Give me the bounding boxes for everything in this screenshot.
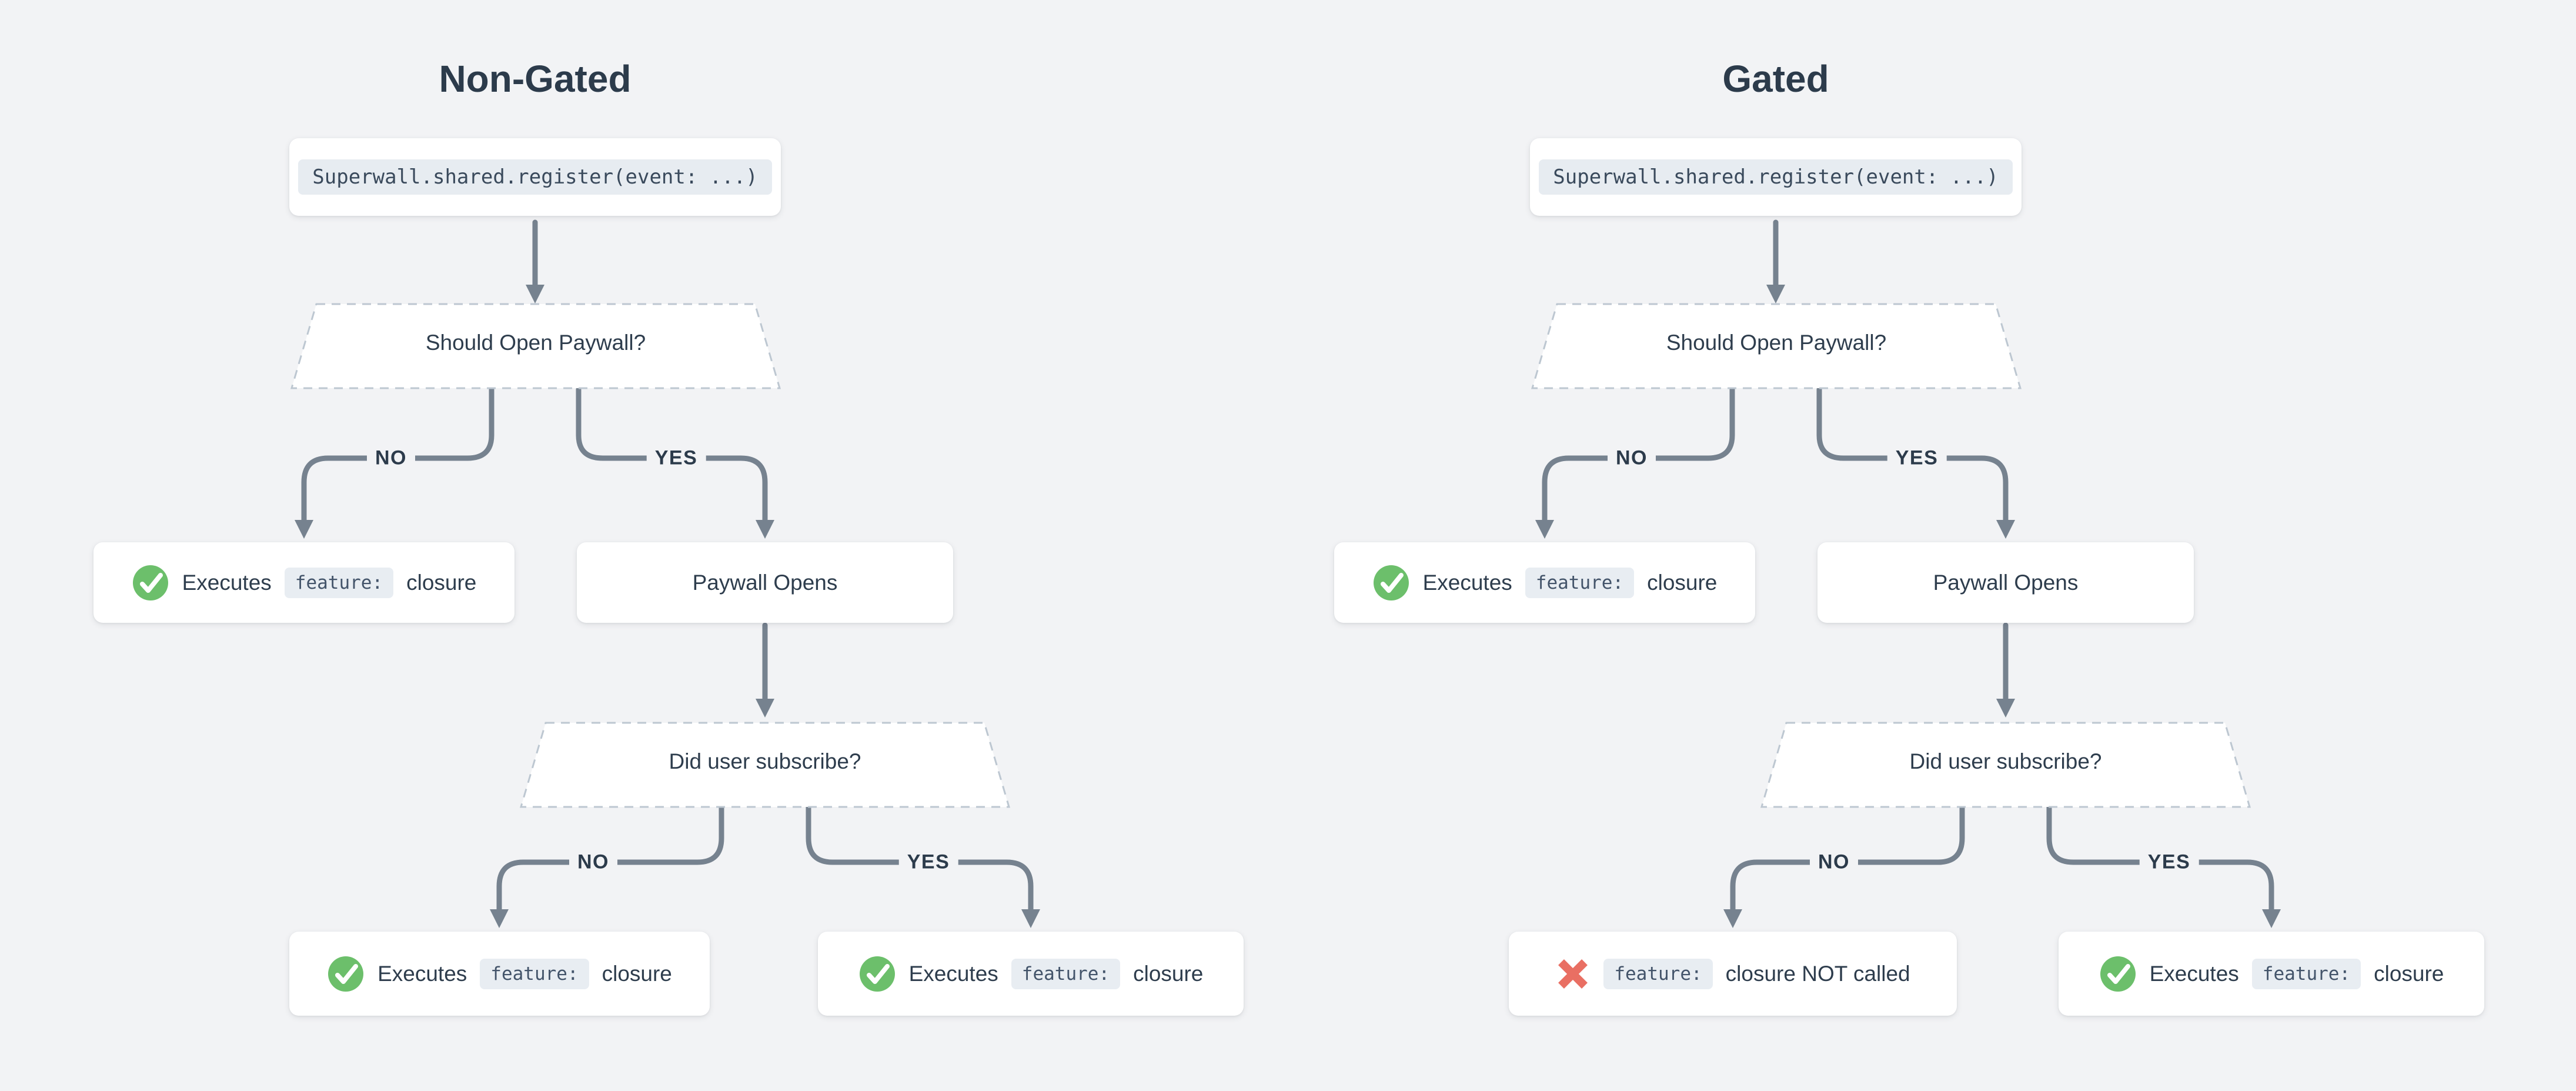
decision-label: Should Open Paywall?	[1666, 330, 1887, 355]
feature-chip: feature:	[1603, 958, 1713, 989]
paywall-opens-box: Paywall Opens	[577, 542, 953, 623]
paywall-opens-label: Paywall Opens	[1933, 570, 2079, 595]
arrowhead-icon	[1996, 699, 2015, 718]
result-executes-feature-closure: Executes feature: closure	[2059, 932, 2484, 1016]
arrowhead-icon	[526, 285, 544, 303]
register-code-box: Superwall.shared.register(event: ...)	[289, 138, 781, 216]
result-text: Executes	[182, 570, 272, 595]
arrowhead-icon	[1996, 520, 2015, 539]
arrowhead-icon	[295, 520, 313, 539]
branch-label-no: NO	[569, 849, 617, 875]
branch-label-yes: YES	[898, 849, 958, 875]
arrowhead-icon	[1766, 285, 1785, 303]
branch-label-no: NO	[1608, 445, 1656, 471]
decision-label: Did user subscribe?	[669, 749, 861, 773]
result-text: closure	[602, 961, 672, 986]
result-text: closure	[406, 570, 477, 595]
arrowhead-icon	[2262, 909, 2281, 928]
arrowhead-icon	[756, 520, 774, 539]
result-feature-not-called: feature: closure NOT called	[1509, 932, 1957, 1016]
trapezoid-shape-icon	[519, 722, 1011, 808]
branch-label-yes: YES	[1887, 445, 1947, 471]
code-snippet: Superwall.shared.register(event: ...)	[298, 159, 772, 195]
branch-label-yes: YES	[646, 445, 706, 471]
branch-label-no: NO	[1810, 849, 1858, 875]
result-text: closure	[1133, 961, 1204, 986]
trapezoid-shape-icon	[1760, 722, 2251, 808]
result-text: closure	[1647, 570, 1718, 595]
feature-chip: feature:	[1525, 567, 1635, 598]
diagram-title: Non-Gated	[439, 58, 632, 100]
result-text: closure	[2374, 961, 2444, 986]
arrowhead-icon	[490, 909, 509, 928]
check-circle-icon	[327, 955, 365, 993]
arrowhead-icon	[1535, 520, 1554, 539]
branch-label-yes: YES	[2139, 849, 2199, 875]
decision-label: Did user subscribe?	[1909, 749, 2102, 773]
feature-chip: feature:	[2251, 958, 2361, 989]
decision-did-user-subscribe: Did user subscribe?	[1760, 722, 2251, 808]
check-circle-icon	[132, 564, 169, 602]
check-circle-icon	[1372, 564, 1410, 602]
decision-label: Should Open Paywall?	[425, 330, 646, 355]
result-executes-feature-closure: Executes feature: closure	[818, 932, 1244, 1016]
diagram-title: Gated	[1722, 58, 1829, 100]
decision-should-open-paywall: Should Open Paywall?	[290, 303, 781, 389]
trapezoid-shape-icon	[1531, 303, 2022, 389]
check-circle-icon	[858, 955, 896, 993]
result-executes-feature-closure: Executes feature: closure	[93, 542, 514, 623]
result-text: closure NOT called	[1725, 961, 1910, 986]
result-text: Executes	[1422, 570, 1512, 595]
feature-chip: feature:	[480, 958, 589, 989]
decision-did-user-subscribe: Did user subscribe?	[519, 722, 1011, 808]
cross-icon	[1555, 956, 1591, 992]
paywall-opens-box: Paywall Opens	[1817, 542, 2194, 623]
result-text: Executes	[908, 961, 998, 986]
code-snippet: Superwall.shared.register(event: ...)	[1539, 159, 2013, 195]
result-text: Executes	[377, 961, 467, 986]
arrowhead-icon	[1723, 909, 1742, 928]
arrowhead-icon	[1021, 909, 1040, 928]
trapezoid-shape-icon	[290, 303, 781, 389]
paywall-opens-label: Paywall Opens	[692, 570, 838, 595]
register-code-box: Superwall.shared.register(event: ...)	[1530, 138, 2022, 216]
feature-chip: feature:	[1011, 958, 1121, 989]
branch-label-no: NO	[367, 445, 415, 471]
result-executes-feature-closure: Executes feature: closure	[1334, 542, 1755, 623]
arrowhead-icon	[756, 699, 774, 718]
result-executes-feature-closure: Executes feature: closure	[289, 932, 710, 1016]
check-circle-icon	[2099, 955, 2137, 993]
feature-chip: feature:	[284, 567, 394, 598]
decision-should-open-paywall: Should Open Paywall?	[1531, 303, 2022, 389]
result-text: Executes	[2149, 961, 2239, 986]
